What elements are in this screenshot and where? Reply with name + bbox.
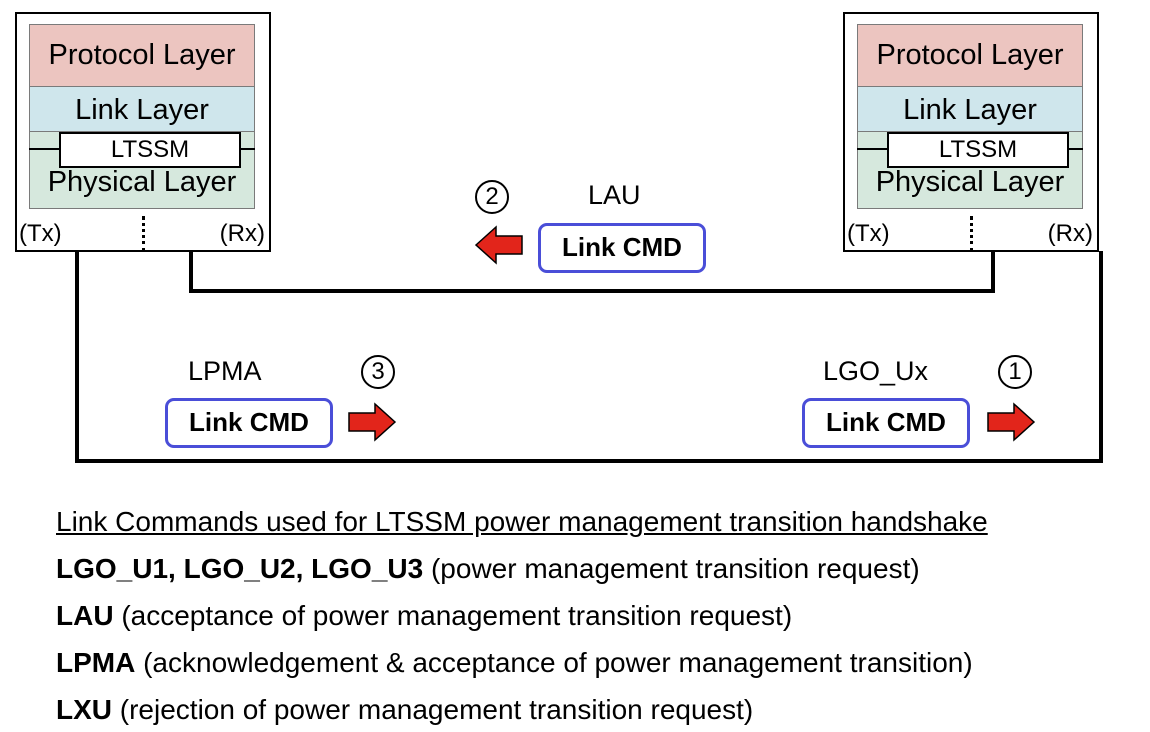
arrow-right-icon xyxy=(348,402,397,442)
lpma-label: LPMA xyxy=(188,356,262,386)
arrow-right-icon xyxy=(987,402,1036,442)
tx-label: (Tx) xyxy=(847,220,890,247)
legend-row: LPMA (acknowledgement & acceptance of po… xyxy=(56,647,973,679)
link-cmd-box: Link CMD xyxy=(165,398,333,448)
ltssm-connector xyxy=(29,148,59,150)
protocol-layer: Protocol Layer xyxy=(857,24,1083,87)
lau-label: LAU xyxy=(588,180,641,210)
right-stack: Protocol Layer Link Layer Physical Layer… xyxy=(843,12,1099,252)
lower-wire xyxy=(75,459,1103,463)
step-badge: 1 xyxy=(998,355,1032,389)
port-divider xyxy=(142,216,145,252)
ltssm-connector xyxy=(1069,148,1083,150)
lower-wire-right-riser xyxy=(1099,251,1103,463)
step-badge: 3 xyxy=(361,355,395,389)
link-cmd-box: Link CMD xyxy=(538,223,706,273)
protocol-layer: Protocol Layer xyxy=(29,24,255,87)
legend-desc: (acknowledgement & acceptance of power m… xyxy=(135,647,973,678)
lgo-ux-label: LGO_Ux xyxy=(823,356,929,386)
upper-wire-right-riser xyxy=(991,251,995,293)
ltssm-box: LTSSM xyxy=(887,132,1069,168)
legend-desc: (power management transition request) xyxy=(423,553,920,584)
legend-desc: (rejection of power management transitio… xyxy=(112,694,754,725)
ltssm-connector xyxy=(241,148,255,150)
legend-desc: (acceptance of power management transiti… xyxy=(113,600,793,631)
legend-term: LGO_U1, LGO_U2, LGO_U3 xyxy=(56,553,424,584)
port-divider xyxy=(970,216,973,252)
link-cmd-box: Link CMD xyxy=(802,398,970,448)
legend-row: LXU (rejection of power management trans… xyxy=(56,694,753,726)
left-stack: Protocol Layer Link Layer Physical Layer… xyxy=(15,12,271,252)
lower-wire-left-riser xyxy=(75,251,79,463)
link-layer: Link Layer xyxy=(857,86,1083,132)
legend-term: LXU xyxy=(56,694,112,725)
legend-row: LGO_U1, LGO_U2, LGO_U3 (power management… xyxy=(56,553,920,585)
upper-wire xyxy=(189,289,995,293)
arrow-left-icon xyxy=(474,225,523,265)
legend-title: Link Commands used for LTSSM power manag… xyxy=(56,506,988,537)
legend-term: LAU xyxy=(56,600,114,631)
rx-label: (Rx) xyxy=(1047,220,1093,247)
ltssm-box: LTSSM xyxy=(59,132,241,168)
ltssm-connector xyxy=(857,148,887,150)
step-badge: 2 xyxy=(475,180,509,214)
rx-label: (Rx) xyxy=(219,220,265,247)
upper-wire-left-riser xyxy=(189,251,193,293)
tx-label: (Tx) xyxy=(19,220,62,247)
legend-term: LPMA xyxy=(56,647,136,678)
legend-row: LAU (acceptance of power management tran… xyxy=(56,600,792,632)
link-layer: Link Layer xyxy=(29,86,255,132)
